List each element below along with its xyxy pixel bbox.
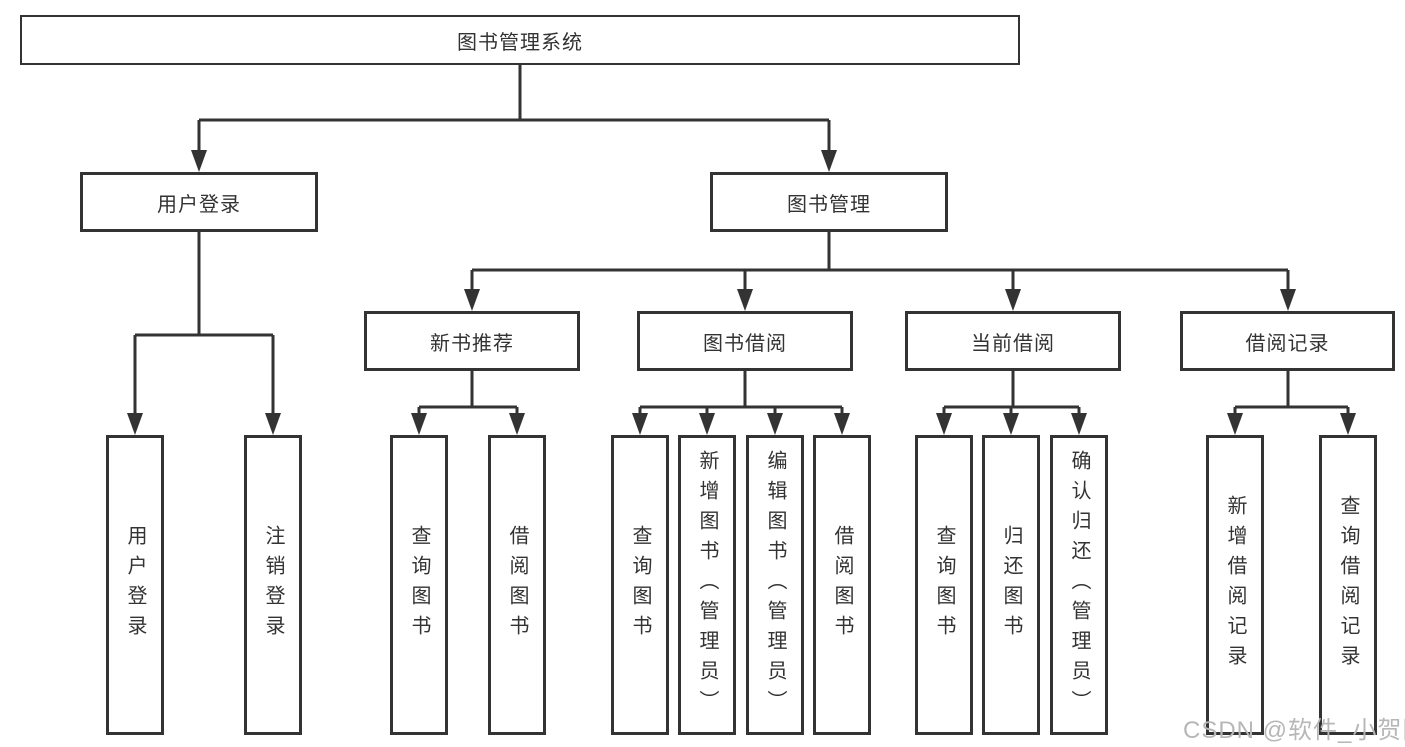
leaf-label: 归还图书 <box>1000 525 1022 645</box>
leaf-confirm-return-admin: 确认归还（管理员） <box>1050 435 1108 735</box>
leaf-label: 注销登录 <box>262 525 284 645</box>
node-current-borrow: 当前借阅 <box>905 311 1121 371</box>
leaf-label: 借阅图书 <box>831 525 853 645</box>
leaf-borrow-books-recommend: 借阅图书 <box>488 435 546 735</box>
node-label: 图书管理系统 <box>457 31 583 54</box>
leaf-label: 编辑图书（管理员） <box>764 450 786 720</box>
leaf-user-login: 用户登录 <box>106 435 164 735</box>
leaf-label: 确认归还（管理员） <box>1068 450 1090 720</box>
leaf-label: 查询借阅记录 <box>1337 495 1359 675</box>
leaf-label: 查询图书 <box>933 525 955 645</box>
node-library-system: 图书管理系统 <box>20 15 1020 65</box>
leaf-query-books-borrow: 查询图书 <box>611 435 669 735</box>
node-book-borrow: 图书借阅 <box>637 311 853 371</box>
arrowheads <box>127 150 1356 435</box>
leaf-return-books: 归还图书 <box>982 435 1040 735</box>
leaf-label: 新增借阅记录 <box>1224 495 1246 675</box>
node-label: 图书借阅 <box>703 332 787 355</box>
leaf-query-borrow-record: 查询借阅记录 <box>1319 435 1377 735</box>
node-new-book-recommend: 新书推荐 <box>364 311 580 371</box>
node-borrow-records: 借阅记录 <box>1180 311 1395 371</box>
leaf-query-books-current: 查询图书 <box>915 435 973 735</box>
csdn-watermark: CSDN @软件_小贺同学 <box>1183 717 1405 744</box>
leaf-label: 用户登录 <box>124 525 146 645</box>
leaf-label: 新增图书（管理员） <box>696 450 718 720</box>
node-label: 借阅记录 <box>1245 332 1330 355</box>
leaf-add-books-admin: 新增图书（管理员） <box>678 435 736 735</box>
leaf-edit-books-admin: 编辑图书（管理员） <box>746 435 804 735</box>
leaf-label: 借阅图书 <box>506 525 528 645</box>
node-user-login: 用户登录 <box>80 172 318 232</box>
leaf-logout-login: 注销登录 <box>244 435 302 735</box>
node-label: 用户登录 <box>157 193 241 216</box>
leaf-label: 查询图书 <box>408 525 430 645</box>
leaf-query-books-recommend: 查询图书 <box>390 435 448 735</box>
node-label: 当前借阅 <box>971 332 1055 355</box>
leaf-label: 查询图书 <box>629 525 651 645</box>
leaf-add-borrow-record: 新增借阅记录 <box>1206 435 1264 735</box>
leaf-borrow-books: 借阅图书 <box>813 435 871 735</box>
node-label: 图书管理 <box>787 193 871 216</box>
node-label: 新书推荐 <box>430 332 514 355</box>
node-book-management: 图书管理 <box>710 172 948 232</box>
